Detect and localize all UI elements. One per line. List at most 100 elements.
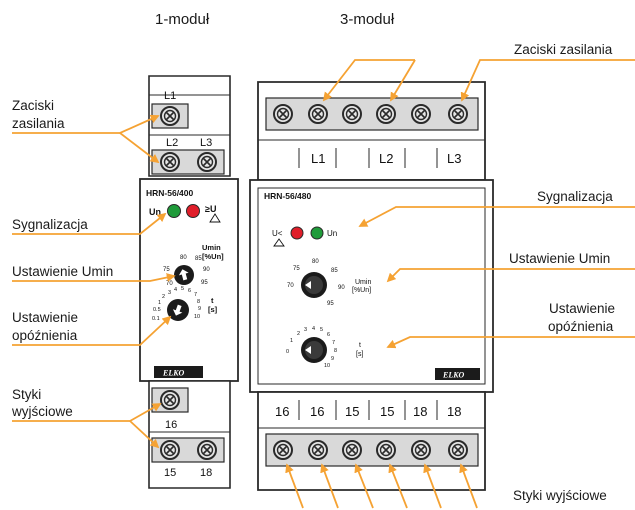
screw-icon xyxy=(160,106,180,126)
screw-icon xyxy=(308,104,328,124)
terminal-label-l2: L2 xyxy=(166,137,178,149)
terminal-label-l1-3m: L1 xyxy=(311,151,325,166)
brand-text: ELKO xyxy=(162,369,185,378)
delay-label-3m: t xyxy=(359,342,361,349)
delay-title: t xyxy=(211,296,214,305)
delay-unit: [s] xyxy=(208,305,218,314)
screw-icon xyxy=(376,440,396,460)
led-green xyxy=(167,204,181,218)
screw-icon xyxy=(448,104,468,124)
delay-scale-10: 10 xyxy=(194,314,200,320)
brand-logo xyxy=(154,366,203,378)
delay3-scale-10: 10 xyxy=(324,363,330,369)
screw-icon xyxy=(308,440,328,460)
terminal-label-16b: 16 xyxy=(310,404,324,419)
screw-icon xyxy=(197,440,217,460)
callout-umin-right: Ustawienie Umin xyxy=(509,251,610,266)
callout-output-left-line2: wyjściowe xyxy=(11,404,73,419)
screw-icon xyxy=(273,104,293,124)
delay3-scale-7: 7 xyxy=(332,340,335,346)
delay3-scale-0: 0 xyxy=(286,349,289,355)
umin-unit-3m: [%Un] xyxy=(352,287,371,294)
delay3-scale-9: 9 xyxy=(331,356,334,362)
leader-lines xyxy=(12,59,635,509)
led-u-label: ≥U xyxy=(205,204,216,214)
terminal-label-15: 15 xyxy=(164,467,176,479)
delay-unit-3m: [s] xyxy=(356,351,363,358)
umin-scale-70: 70 xyxy=(166,281,173,287)
umin-scale-95: 95 xyxy=(201,280,208,286)
delay-knob[interactable] xyxy=(167,299,189,321)
umin3-scale-95: 95 xyxy=(327,301,334,307)
delay-scale-0-1: 0.1 xyxy=(152,316,160,322)
led-un-label: Un xyxy=(149,207,161,217)
terminal-label-l3: L3 xyxy=(200,137,212,149)
heading-1-module: 1-moduł xyxy=(155,11,210,28)
terminal-label-15a: 15 xyxy=(345,404,359,419)
umin-scale-85: 85 xyxy=(195,256,202,262)
umin3-scale-85: 85 xyxy=(331,268,338,274)
callout-delay-right-line2: opóźnienia xyxy=(548,319,614,334)
umin-knob-3m[interactable] xyxy=(301,272,327,298)
delay3-scale-6: 6 xyxy=(327,332,330,338)
callout-supply-left-line1: Zaciski xyxy=(12,98,54,113)
callout-delay-left-line1: Ustawienie xyxy=(12,310,78,325)
screw-icon xyxy=(376,104,396,124)
delay-scale-9: 9 xyxy=(198,306,201,312)
screw-icon xyxy=(160,440,180,460)
delay3-scale-3: 3 xyxy=(304,327,307,333)
screw-icon xyxy=(448,440,468,460)
callout-delay-left-line2: opóźnienia xyxy=(12,328,78,343)
screw-icon xyxy=(342,440,362,460)
callout-output-right: Styki wyjściowe xyxy=(513,488,607,503)
delay-scale-2: 2 xyxy=(162,294,165,300)
warning-triangle-icon xyxy=(273,238,285,247)
led-u-label-3m: U< xyxy=(272,229,283,238)
device-1-module: L1 L2 L3 HRN-56/400 Un ≥U Umin [%Un] 75 … xyxy=(139,75,239,489)
heading-3-module: 3-moduł xyxy=(340,11,395,28)
screw-icon xyxy=(411,104,431,124)
terminal-label-18b: 18 xyxy=(447,404,461,419)
umin3-scale-75: 75 xyxy=(293,266,300,272)
umin-unit: [%Un] xyxy=(202,252,224,261)
delay-scale-6: 6 xyxy=(188,288,191,294)
terminal-label-15b: 15 xyxy=(380,404,394,419)
delay-scale-8: 8 xyxy=(197,299,200,305)
delay3-scale-8: 8 xyxy=(334,348,337,354)
umin-scale-75: 75 xyxy=(163,267,170,273)
callout-umin-left: Ustawienie Umin xyxy=(12,264,113,279)
delay3-scale-5: 5 xyxy=(320,327,323,333)
terminal-label-l3-3m: L3 xyxy=(447,151,461,166)
delay3-scale-1: 1 xyxy=(290,338,293,344)
device-1-model: HRN-56/400 xyxy=(146,188,194,198)
terminal-label-16: 16 xyxy=(165,419,177,431)
delay-scale-7: 7 xyxy=(194,292,197,298)
umin3-scale-80: 80 xyxy=(312,259,319,265)
led-red-3m xyxy=(290,226,304,240)
delay-scale-1: 1 xyxy=(158,300,161,306)
terminal-label-18: 18 xyxy=(200,467,212,479)
umin-knob[interactable] xyxy=(174,265,194,285)
terminal-label-18a: 18 xyxy=(413,404,427,419)
brand-logo-3m xyxy=(435,368,480,380)
delay3-scale-4: 4 xyxy=(312,326,315,332)
umin3-scale-90: 90 xyxy=(338,285,345,291)
umin-scale-90: 90 xyxy=(203,267,210,273)
screw-icon xyxy=(411,440,431,460)
delay3-scale-2: 2 xyxy=(297,331,300,337)
terminal-label-l1: L1 xyxy=(164,90,176,102)
screw-icon xyxy=(342,104,362,124)
screw-icon xyxy=(273,440,293,460)
delay-scale-5: 5 xyxy=(181,286,184,292)
brand-text-3m: ELKO xyxy=(442,371,465,380)
led-green-3m xyxy=(310,226,324,240)
screw-icon xyxy=(160,390,180,410)
screw-icon xyxy=(197,152,217,172)
callout-supply-left-line2: zasilania xyxy=(12,116,65,131)
umin3-scale-70: 70 xyxy=(287,283,294,289)
led-red xyxy=(186,204,200,218)
delay-scale-0-5: 0.5 xyxy=(153,307,161,313)
callout-signal-left: Sygnalizacja xyxy=(12,217,88,232)
delay-knob-3m[interactable] xyxy=(301,337,327,363)
